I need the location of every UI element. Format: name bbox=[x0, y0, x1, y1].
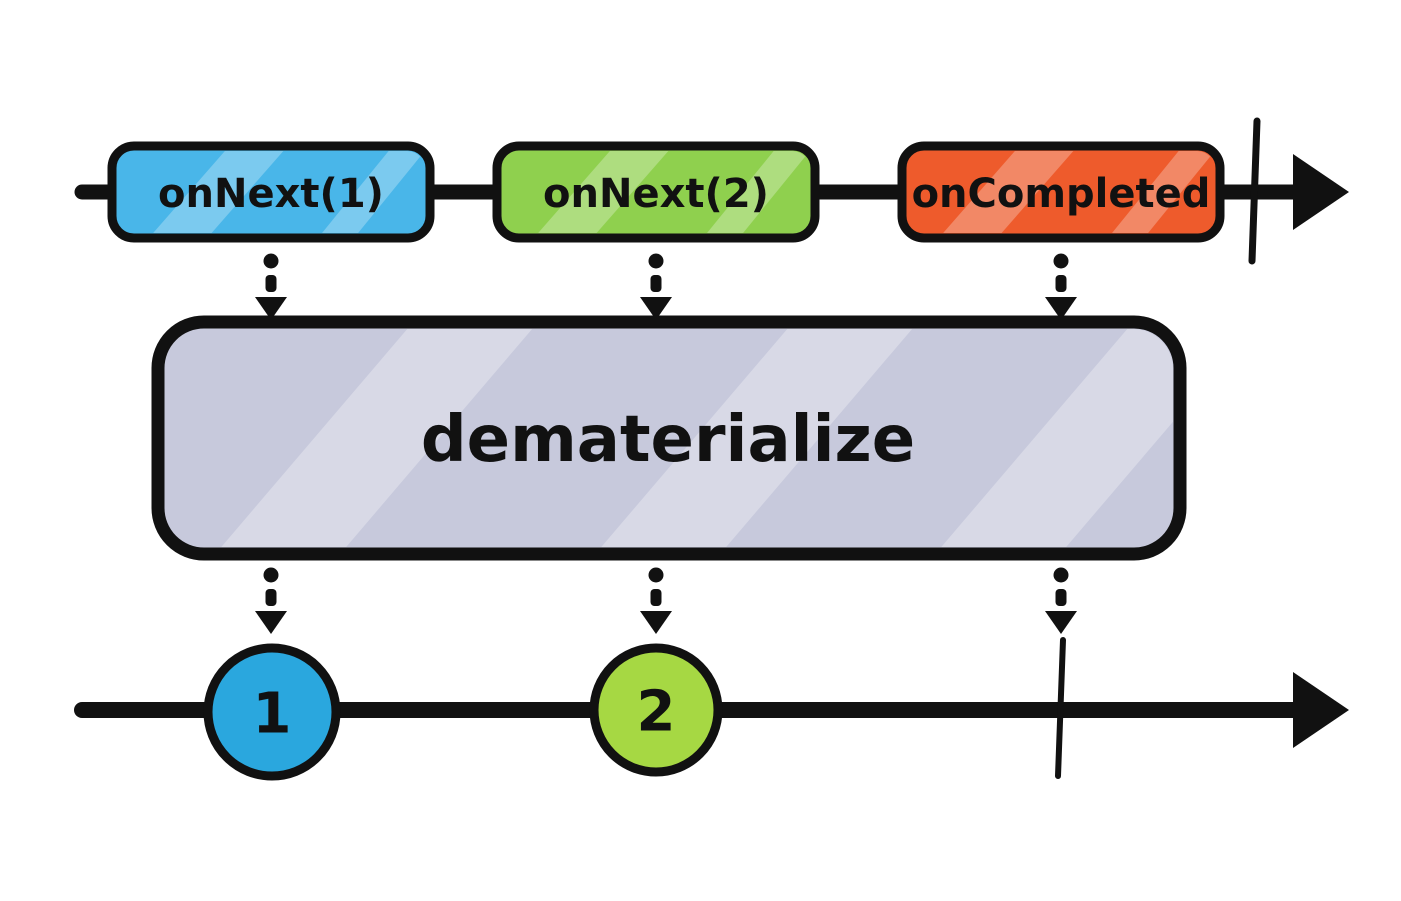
flow-arrow-icon bbox=[255, 567, 287, 634]
pill-highlight bbox=[923, 151, 1215, 233]
operator-box-rect bbox=[151, 315, 1187, 561]
flow-arrow-icon bbox=[1045, 567, 1077, 634]
input-timeline-arrowhead-icon bbox=[1293, 154, 1349, 230]
event-pill bbox=[492, 141, 820, 243]
marble-circle bbox=[589, 643, 723, 777]
operator-box: dematerialize bbox=[151, 315, 1187, 561]
flow-arrow-icon bbox=[640, 567, 672, 634]
input-event-oncompleted: onCompleted bbox=[897, 141, 1225, 243]
input-complete-tick bbox=[1248, 117, 1261, 265]
pill-highlight bbox=[133, 151, 425, 233]
event-label: onCompleted bbox=[912, 171, 1211, 217]
output-timeline-arrowhead-icon bbox=[1293, 672, 1349, 748]
marble-circle bbox=[203, 643, 341, 781]
output-complete-tick bbox=[1055, 637, 1066, 779]
event-label: onNext(1) bbox=[158, 171, 384, 217]
event-pill bbox=[107, 141, 435, 243]
flow-arrow-icon bbox=[1045, 253, 1077, 320]
event-pill bbox=[897, 141, 1225, 243]
event-label: onNext(2) bbox=[543, 171, 769, 217]
pill-highlight bbox=[518, 151, 810, 233]
flow-arrow-icon bbox=[640, 253, 672, 320]
input-event-onnext-2: onNext(2) bbox=[492, 141, 820, 243]
output-marble-2: 2 bbox=[589, 643, 723, 777]
output-marble-1: 1 bbox=[203, 643, 341, 781]
operator-label: dematerialize bbox=[421, 403, 915, 477]
operator-box-highlight bbox=[193, 329, 1173, 547]
marble-label: 2 bbox=[637, 680, 676, 745]
marble-label: 1 bbox=[253, 682, 292, 747]
input-event-onnext-1: onNext(1) bbox=[107, 141, 435, 243]
flow-arrow-icon bbox=[255, 253, 287, 320]
